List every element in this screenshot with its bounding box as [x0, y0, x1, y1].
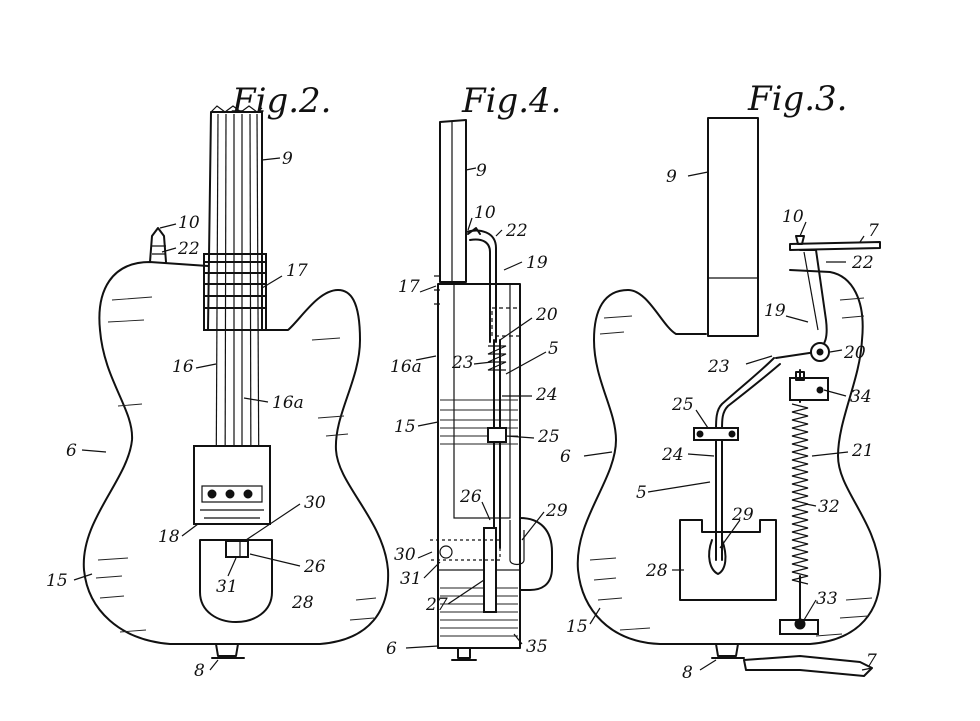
fig-3-foot-8	[711, 643, 745, 659]
fig-4-arm-27	[483, 527, 497, 613]
fig-3-ref-5: 5	[636, 483, 647, 503]
fig-4-ref-35: 35	[526, 637, 548, 657]
fig-4-ref-19: 19	[526, 253, 548, 273]
fig-3-top-pedal-7	[789, 241, 881, 251]
fig-4-rod	[487, 339, 507, 549]
fig-3-peg-10	[795, 235, 805, 245]
fig-4-ref-26: 26	[459, 487, 482, 507]
fig-2-ref-15: 15	[46, 571, 68, 591]
fig-2-ref-8: 8	[194, 661, 205, 681]
fig-4-ref-15: 15	[394, 417, 416, 437]
fig-3-ref-34: 34	[850, 387, 872, 407]
fig-3-ref-24: 24	[661, 445, 684, 465]
fig-4-ref-27: 27	[425, 595, 448, 615]
fig-4-ref-6: 6	[386, 639, 397, 659]
fig-4-ref-31: 31	[400, 569, 422, 589]
fig-3-leader-lines	[583, 171, 873, 671]
fig-2-leader-lines	[73, 157, 301, 671]
fig-2-foot-pedal	[211, 643, 245, 659]
fig-3-ref-6: 6	[560, 447, 571, 467]
fig-3-clamp-25	[693, 427, 739, 441]
fig-3-bottom-pedal-7	[743, 655, 873, 677]
figure-3: Fig.3.	[560, 79, 882, 683]
fig-4-ref-30: 30	[394, 545, 416, 565]
fig-3-ref-33: 33	[816, 589, 838, 609]
fig-2-strings	[215, 113, 260, 506]
fig-2-frets	[203, 253, 267, 331]
fig-2-bridge	[193, 445, 271, 525]
fig-4-ref-22: 22	[505, 221, 528, 241]
fig-3-cam-29	[708, 539, 727, 575]
fig-3-ref-22: 22	[851, 253, 874, 273]
fig-2-ref-31: 31	[216, 577, 238, 597]
fig-2-ref-30: 30	[304, 493, 326, 513]
fig-3-ref-10: 10	[782, 207, 804, 227]
fig-3-ref-7-bottom: 7	[866, 651, 877, 671]
fig-4-ref-24: 24	[535, 385, 558, 405]
figure-2: Fig.2.	[46, 81, 390, 681]
fig-4-body	[437, 283, 521, 649]
fig-4-ref-17: 17	[398, 277, 420, 297]
fig-2-title: Fig.2.	[231, 81, 331, 121]
fig-2-ref-16a: 16a	[272, 393, 304, 413]
fig-3-ref-20: 20	[843, 343, 866, 363]
fig-4-ref-23: 23	[451, 353, 474, 373]
fig-3-bracket-34	[789, 377, 829, 401]
fig-2-ref-26: 26	[303, 557, 326, 577]
fig-3-ref-28: 28	[645, 561, 668, 581]
fig-3-neck	[707, 117, 759, 337]
fig-4-ref-20: 20	[535, 305, 558, 325]
fig-2-ref-9: 9	[282, 149, 293, 169]
fig-2-tuning-peg	[149, 227, 167, 263]
fig-4-ref-10: 10	[474, 203, 496, 223]
fig-4-hidden-pivot	[491, 307, 521, 337]
fig-3-ref-9: 9	[666, 167, 677, 187]
fig-3-ref-29: 29	[731, 505, 754, 525]
fig-2-ref-16: 16	[172, 357, 194, 377]
fig-3-ref-19: 19	[764, 301, 786, 321]
fig-3-ref-25: 25	[671, 395, 694, 415]
fig-2-guitar-body	[82, 261, 390, 645]
fig-4-neck	[439, 119, 467, 283]
fig-2-ref-10: 10	[178, 213, 200, 233]
fig-2-neck	[207, 111, 263, 331]
fig-4-lower-housing	[519, 517, 553, 591]
fig-3-ref-32: 32	[818, 497, 840, 517]
fig-4-peg-10	[467, 227, 481, 235]
fig-2-ref-18: 18	[158, 527, 180, 547]
fig-2-ref-28: 28	[291, 593, 314, 613]
fig-3-ref-8: 8	[682, 663, 693, 683]
fig-4-ref-16a: 16a	[390, 357, 422, 377]
fig-3-ref-23: 23	[707, 357, 730, 377]
fig-3-ref-15: 15	[566, 617, 588, 637]
fig-2-pickguard-plate	[199, 539, 273, 623]
fig-3-rod-24	[715, 357, 775, 561]
fig-4-ref-25: 25	[537, 427, 560, 447]
fig-3-ref-7-top: 7	[868, 221, 879, 241]
fig-4-ref-9: 9	[476, 161, 487, 181]
fig-3-title: Fig.3.	[747, 79, 847, 119]
fig-4-foot	[451, 647, 477, 661]
figure-4: Fig.4.	[386, 81, 568, 661]
fig-4-ref-5: 5	[548, 339, 559, 359]
fig-2-ref-22: 22	[177, 239, 200, 259]
fig-2-ref-6: 6	[66, 441, 77, 461]
fig-2-body-shading	[95, 296, 377, 633]
fig-2-ref-17: 17	[286, 261, 308, 281]
fig-3-guitar-body	[576, 269, 882, 645]
fig-3-plate-28	[679, 519, 777, 601]
fig-4-ref-29: 29	[545, 501, 568, 521]
fig-3-ref-21: 21	[851, 441, 874, 461]
fig-3-spring-32	[791, 369, 809, 621]
fig-2-block-26	[225, 540, 249, 558]
fig-4-leader-lines	[405, 167, 547, 649]
fig-4-title: Fig.4.	[461, 81, 561, 121]
fig-3-body-shading	[589, 297, 873, 637]
